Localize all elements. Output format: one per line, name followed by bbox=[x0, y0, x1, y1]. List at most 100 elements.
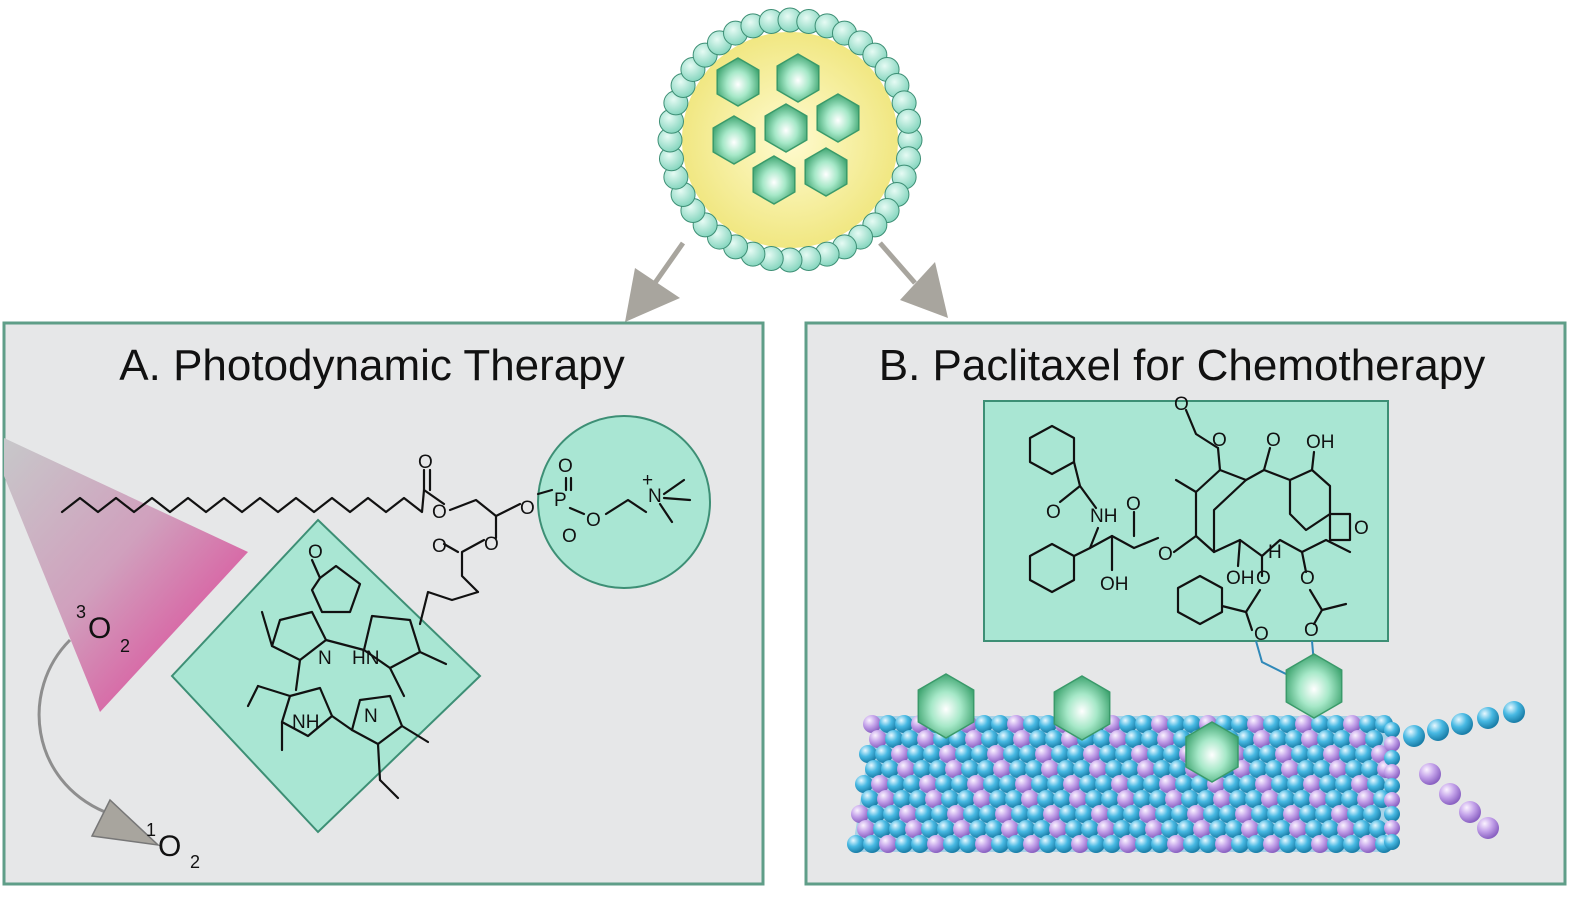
tubulin-beta bbox=[1115, 745, 1133, 763]
tubulin-alpha bbox=[925, 790, 943, 808]
tubulin-beta bbox=[923, 745, 941, 763]
tubulin-beta bbox=[1279, 835, 1297, 853]
tubulin-beta bbox=[1011, 805, 1029, 823]
tubulin-beta bbox=[1057, 760, 1075, 778]
svg-text:H: H bbox=[1268, 542, 1282, 563]
tubulin-alpha bbox=[965, 730, 983, 748]
tubulin-beta bbox=[1119, 715, 1137, 733]
tubulin-beta bbox=[1229, 790, 1247, 808]
tubulin-beta bbox=[991, 835, 1009, 853]
tubulin-beta bbox=[1155, 805, 1173, 823]
tubulin-alpha bbox=[1023, 835, 1041, 853]
svg-text:OH: OH bbox=[1226, 568, 1255, 589]
tubulin-alpha bbox=[1167, 835, 1185, 853]
arrow-to-panel-b bbox=[878, 241, 948, 318]
drug-hexagon-icon bbox=[816, 93, 860, 143]
tubulin-alpha bbox=[1303, 775, 1321, 793]
tubulin-beta bbox=[1197, 790, 1215, 808]
tubulin-alpha bbox=[897, 760, 915, 778]
tubulin-beta bbox=[1121, 760, 1139, 778]
drug-hexagon-icon bbox=[804, 147, 848, 197]
tubulin-beta bbox=[1225, 820, 1243, 838]
tubulin-alpha bbox=[1111, 775, 1129, 793]
tubulin-beta bbox=[1103, 835, 1121, 853]
conversion-arrowhead bbox=[90, 798, 161, 847]
tubulin-alpha bbox=[1359, 835, 1377, 853]
tubulin-beta bbox=[977, 760, 995, 778]
tubulin-alpha bbox=[1253, 730, 1271, 748]
tubulin-beta bbox=[1237, 730, 1255, 748]
svg-text:O: O bbox=[1212, 430, 1227, 451]
tubulin-beta bbox=[895, 835, 913, 853]
tubulin-beta bbox=[937, 820, 955, 838]
tubulin-alpha bbox=[1439, 783, 1461, 805]
tubulin-beta bbox=[1239, 775, 1257, 793]
tubulin-beta bbox=[873, 820, 891, 838]
tubulin-beta bbox=[1291, 745, 1309, 763]
tubulin-alpha bbox=[1331, 805, 1349, 823]
tubulin-beta bbox=[881, 760, 899, 778]
tubulin-beta bbox=[1327, 835, 1345, 853]
tubulin-beta bbox=[1141, 730, 1159, 748]
tubulin-beta bbox=[1319, 775, 1337, 793]
tubulin-alpha bbox=[1193, 820, 1211, 838]
tubulin-beta bbox=[1101, 790, 1119, 808]
tubulin-beta bbox=[1143, 775, 1161, 793]
tubulin-beta bbox=[1317, 730, 1335, 748]
tubulin-beta bbox=[955, 745, 973, 763]
panel-paclitaxel-chemotherapy: B. Paclitaxel for Chemotherapy O NH O OH… bbox=[804, 321, 1567, 886]
svg-text:2: 2 bbox=[190, 852, 200, 872]
panel-b-title: B. Paclitaxel for Chemotherapy bbox=[879, 341, 1486, 390]
tubulin-alpha bbox=[945, 760, 963, 778]
tubulin-alpha bbox=[1215, 835, 1233, 853]
drug-hexagon-icon bbox=[776, 53, 820, 103]
tubulin-alpha bbox=[1043, 805, 1061, 823]
tubulin-alpha bbox=[1145, 820, 1163, 838]
tubulin-beta bbox=[1367, 775, 1385, 793]
tubulin-beta bbox=[879, 715, 897, 733]
tubulin-beta bbox=[1127, 775, 1145, 793]
tubulin-beta bbox=[1199, 835, 1217, 853]
tubulin-alpha bbox=[1013, 730, 1031, 748]
svg-text:O: O bbox=[1256, 568, 1271, 589]
tubulin-beta bbox=[1219, 805, 1237, 823]
arrow-to-panel-a bbox=[625, 241, 686, 322]
tubulin-beta bbox=[1265, 760, 1283, 778]
tubulin-beta bbox=[1299, 805, 1317, 823]
tubulin-alpha bbox=[1137, 760, 1155, 778]
tubulin-beta bbox=[1003, 745, 1021, 763]
tubulin-beta bbox=[971, 745, 989, 763]
tubulin-beta bbox=[1231, 835, 1249, 853]
tubulin-beta bbox=[963, 805, 981, 823]
tubulin-alpha bbox=[967, 775, 985, 793]
drug-hexagon-icon bbox=[764, 103, 808, 153]
tubulin-beta bbox=[847, 835, 865, 853]
svg-text:3: 3 bbox=[76, 602, 86, 622]
svg-text:+: + bbox=[642, 470, 653, 491]
tubulin-beta bbox=[1149, 790, 1167, 808]
tubulin-beta bbox=[867, 805, 885, 823]
tubulin-alpha bbox=[1035, 745, 1053, 763]
tubulin-beta bbox=[1209, 820, 1227, 838]
tubulin-beta bbox=[951, 775, 969, 793]
tubulin-beta bbox=[1335, 775, 1353, 793]
tubulin-alpha bbox=[1301, 730, 1319, 748]
tubulin-alpha bbox=[1309, 790, 1327, 808]
svg-text:O: O bbox=[562, 526, 577, 547]
lipid-head bbox=[896, 108, 922, 134]
tubulin-beta bbox=[907, 745, 925, 763]
tubulin-beta bbox=[1135, 835, 1153, 853]
tubulin-beta bbox=[1093, 730, 1111, 748]
tubulin-alpha bbox=[857, 820, 875, 838]
tubulin-beta bbox=[1053, 790, 1071, 808]
tubulin-beta bbox=[883, 805, 901, 823]
tubulin-alpha bbox=[1419, 763, 1441, 785]
tubulin-beta bbox=[1047, 775, 1065, 793]
tubulin-alpha bbox=[1311, 835, 1329, 853]
tubulin-beta bbox=[1051, 745, 1069, 763]
tubulin-alpha bbox=[917, 730, 935, 748]
tubulin-alpha bbox=[953, 820, 971, 838]
tubulin-protofilament-tail bbox=[1403, 701, 1525, 839]
tubulin-alpha bbox=[1261, 790, 1279, 808]
tubulin-beta bbox=[1333, 730, 1351, 748]
